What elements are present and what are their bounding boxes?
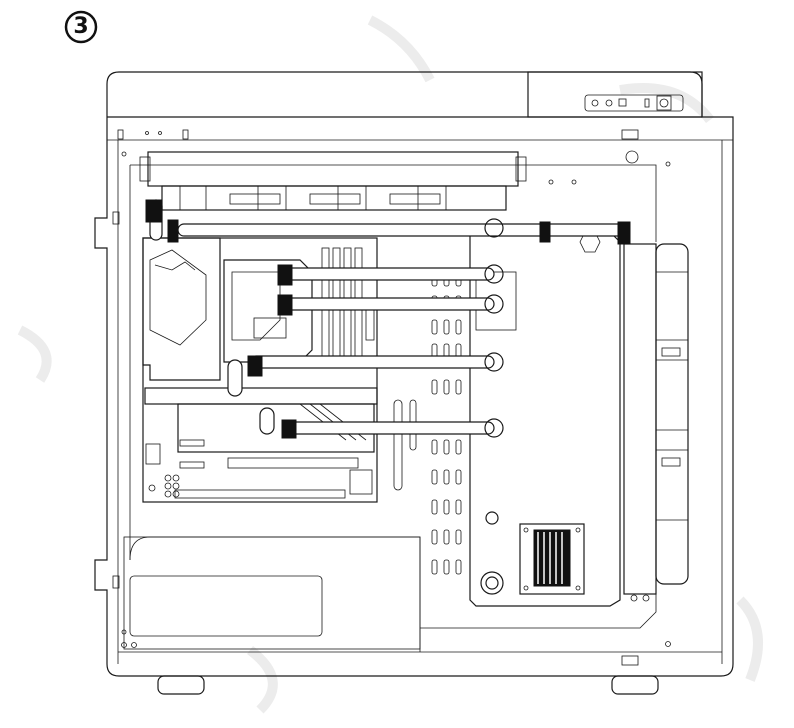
top-radiator <box>139 151 527 211</box>
front-radiator <box>623 243 689 602</box>
step-badge <box>64 10 98 44</box>
fittings <box>145 199 631 439</box>
front-panel-io <box>591 95 672 111</box>
step-number: 3 <box>73 14 89 39</box>
tubing <box>149 199 627 435</box>
distro-plate <box>469 179 621 607</box>
